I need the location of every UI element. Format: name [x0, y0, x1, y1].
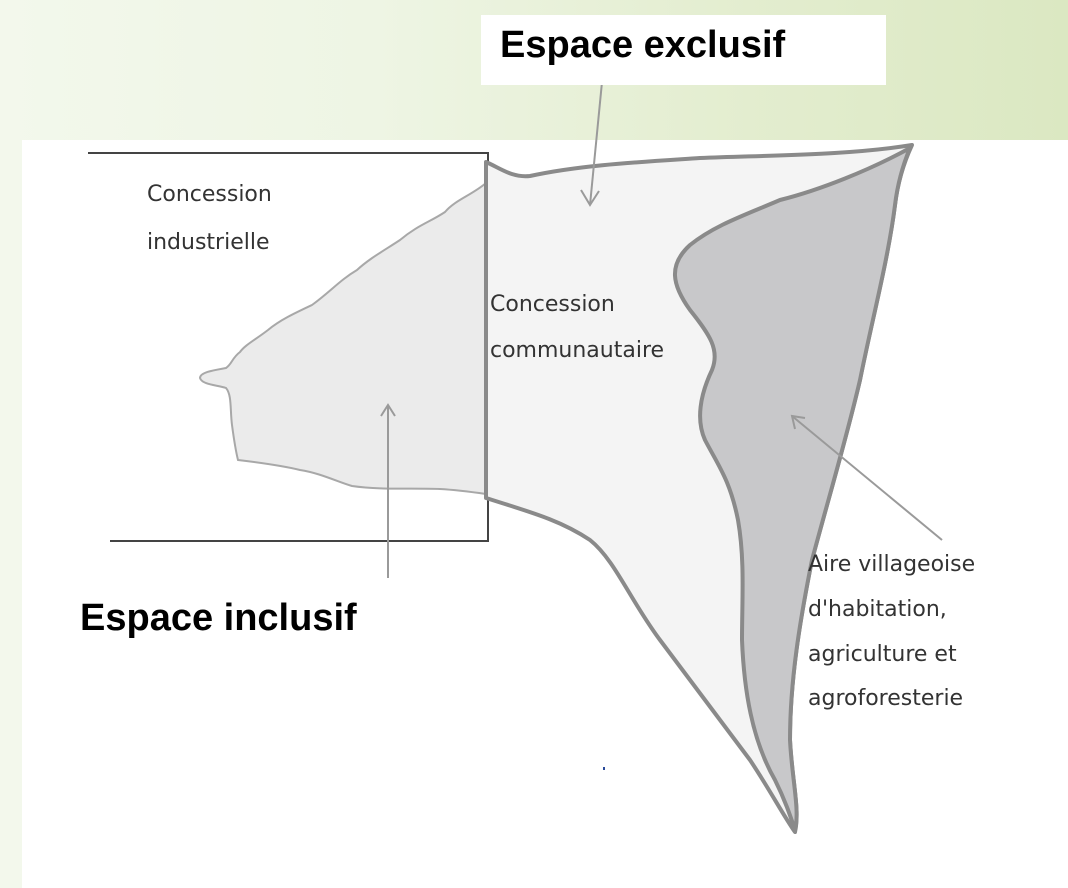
espace-inclusif-label: Espace inclusif	[80, 597, 357, 639]
inclusive-space-zone	[198, 180, 487, 496]
stray-dot	[603, 767, 605, 770]
industrial-concession-label-line1: Concession	[147, 182, 272, 207]
village-arrow-line	[791, 415, 943, 541]
village-area-label-line3: agriculture et	[808, 642, 957, 667]
village-area-label-line4: agroforesterie	[808, 686, 964, 711]
community-concession-label-line1: Concession	[490, 292, 615, 317]
village-area-label-line1: Aire villageoise	[808, 552, 976, 577]
village-area-label-line2: d'habitation,	[808, 597, 947, 622]
exclusive-arrow-head	[580, 189, 600, 207]
inclusive-arrow-head	[380, 403, 396, 417]
industrial-concession-label-line2: industrielle	[147, 230, 270, 255]
community-concession-label-line2: communautaire	[490, 338, 665, 363]
village-zone	[673, 146, 912, 832]
village-arrow-head	[790, 414, 806, 430]
exclusive-label-box	[481, 15, 886, 85]
espace-exclusif-label: Espace exclusif	[500, 24, 786, 66]
exclusive-arrow-line	[589, 81, 603, 206]
